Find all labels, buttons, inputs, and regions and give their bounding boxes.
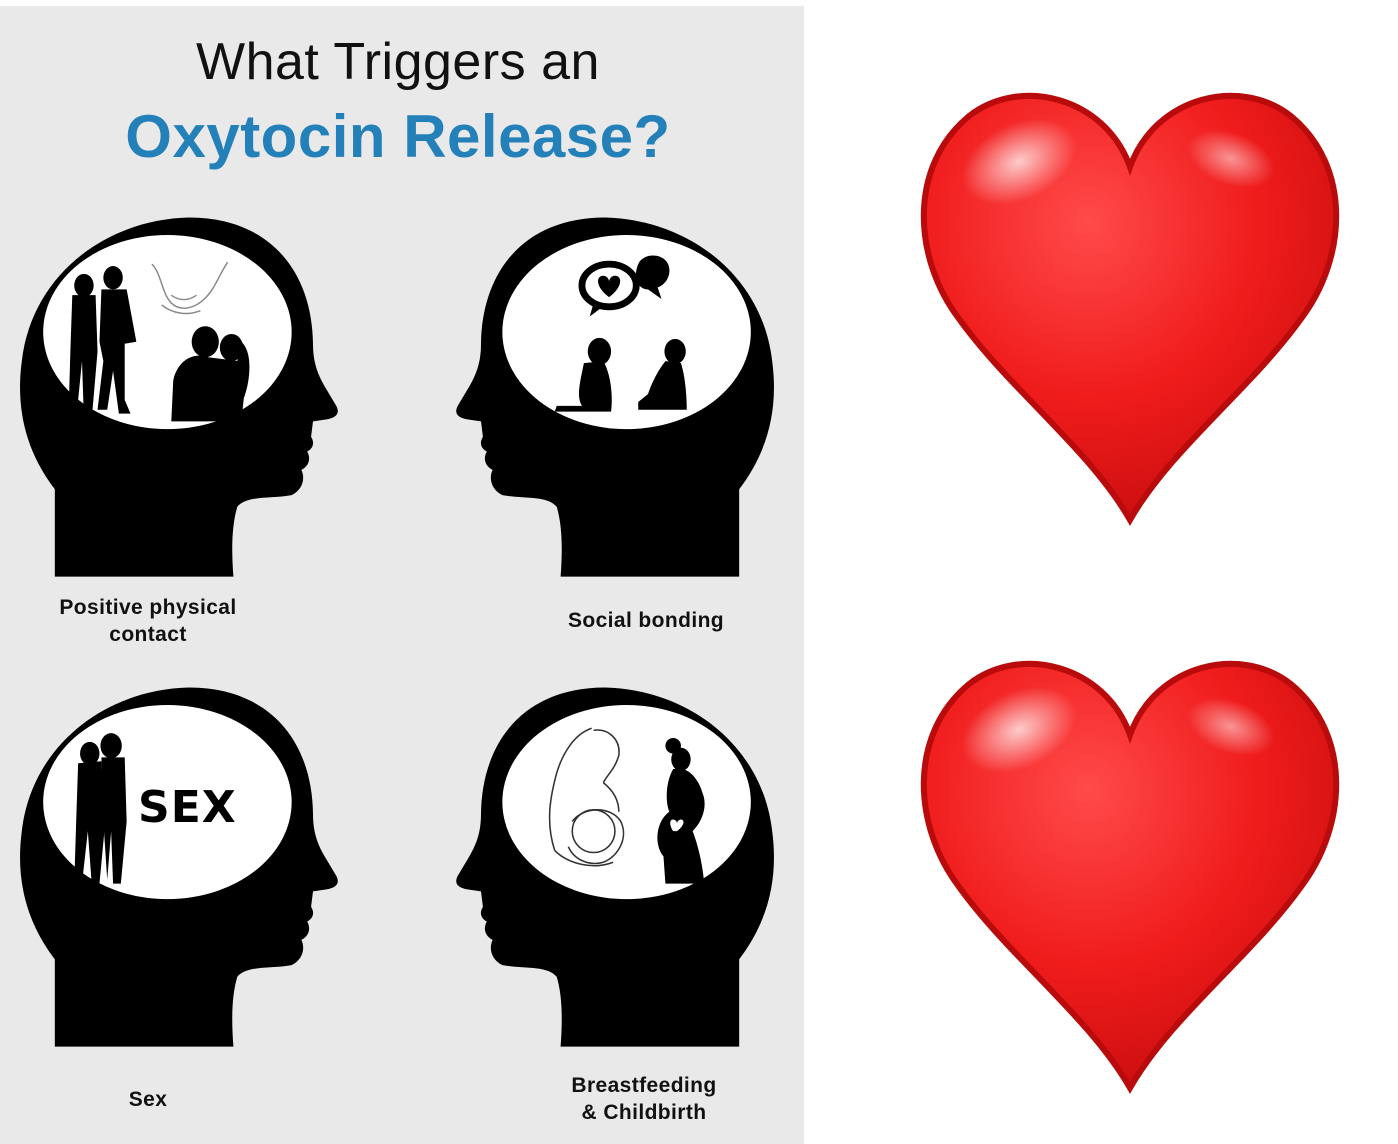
head-silhouette-icon <box>16 212 346 588</box>
kissing-couple-icon <box>74 733 127 884</box>
caption-physical-line-2: contact <box>109 623 187 646</box>
caption-birth-line-2: & Childbirth <box>581 1101 707 1124</box>
caption-sex: Sex <box>128 1088 168 1111</box>
head-silhouette-icon <box>448 212 778 588</box>
embracing-couple-icon <box>171 326 250 422</box>
speech-bubble-heart-icon <box>578 255 670 317</box>
head-silhouette-icon: SEX <box>16 682 346 1058</box>
caption-social-bonding: Social bonding <box>567 609 725 632</box>
caption-physical-line-1: Positive physical <box>59 596 237 619</box>
pregnant-woman-icon <box>657 738 705 884</box>
title-line-1: What Triggers an <box>196 33 600 91</box>
sex-word-label: SEX <box>138 782 237 833</box>
infographic-panel: What Triggers an Oxytocin Release? <box>0 6 804 1144</box>
caption-birth-line-1: Breastfeeding <box>571 1074 717 1097</box>
title-line-2: Oxytocin Release? <box>125 103 671 170</box>
head-silhouette-icon <box>448 682 778 1058</box>
mother-nursing-baby-icon <box>548 727 625 867</box>
red-heart-icon <box>898 66 1362 535</box>
red-heart-icon <box>898 634 1362 1103</box>
caption-physical-contact: Positive physical contact <box>48 594 248 648</box>
caption-breastfeeding-childbirth: Breastfeeding & Childbirth <box>544 1072 744 1126</box>
two-women-sitting-icon <box>554 337 687 412</box>
holding-hands-icon <box>151 261 229 315</box>
couple-walking-icon <box>68 266 137 420</box>
